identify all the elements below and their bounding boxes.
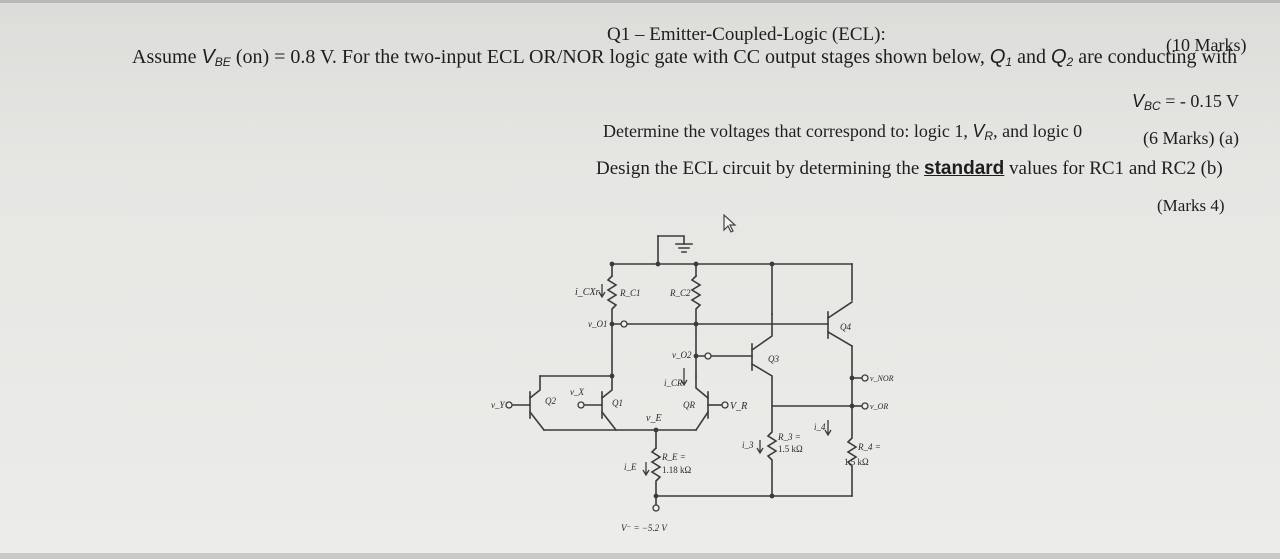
label-r3-value: 1.5 kΩ	[778, 444, 803, 454]
label-rc1: R_C1	[619, 288, 641, 298]
assumption-line: Assume VBE (on) = 0.8 V. For the two-inp…	[132, 46, 1238, 69]
label-i3: i_3	[742, 440, 754, 450]
total-marks: (10 Marks)	[1166, 35, 1247, 55]
label-vr: V_R	[730, 401, 747, 412]
question-title: Q1 – Emitter-Coupled-Logic (ECL):	[607, 24, 886, 45]
part-b: Design the ECL circuit by determining th…	[596, 158, 1223, 179]
label-re-value: 1.18 kΩ	[662, 465, 692, 475]
mouse-cursor-icon	[723, 214, 737, 233]
label-icr: i_CR	[664, 378, 683, 388]
label-vminus: V⁻ = −5.2 V	[621, 523, 668, 533]
label-icxr: i_CXr	[575, 287, 600, 298]
label-vo1: v_O1	[588, 319, 608, 329]
label-r4-value: 1.5 kΩ	[844, 457, 869, 467]
label-i4: i_4	[814, 422, 826, 432]
top-border	[0, 0, 1280, 3]
part-b-marks: (Marks 4)	[1157, 196, 1225, 215]
bottom-border	[0, 553, 1280, 559]
label-q4: Q4	[840, 322, 851, 332]
part-a: Determine the voltages that correspond t…	[603, 121, 1083, 143]
label-vx: v_X	[570, 387, 584, 397]
label-r4: R_4 =	[857, 442, 881, 452]
label-vy: v_Y	[491, 400, 505, 410]
label-qr: QR	[683, 400, 695, 410]
label-ve: v_E	[646, 413, 662, 424]
label-re: R_E =	[661, 452, 686, 462]
label-vor: v_OR	[870, 402, 888, 411]
label-rc2: R_C2	[669, 288, 691, 298]
label-r3: R_3 =	[777, 432, 801, 442]
label-vnor: v_NOR	[870, 374, 894, 383]
label-q3: Q3	[768, 354, 779, 364]
label-q2: Q2	[545, 396, 556, 406]
ecl-circuit-diagram: i_CXr R_C1 R_C2 v_O1 v_O2 i_CR Q3 Q4 Q2 …	[491, 235, 894, 533]
label-ie: i_E	[624, 462, 637, 472]
label-q1: Q1	[612, 398, 623, 408]
label-vo2: v_O2	[672, 350, 692, 360]
part-a-marks: (6 Marks) (a)	[1143, 128, 1239, 148]
vbc-condition: VBC = - 0.15 V	[1132, 91, 1240, 113]
